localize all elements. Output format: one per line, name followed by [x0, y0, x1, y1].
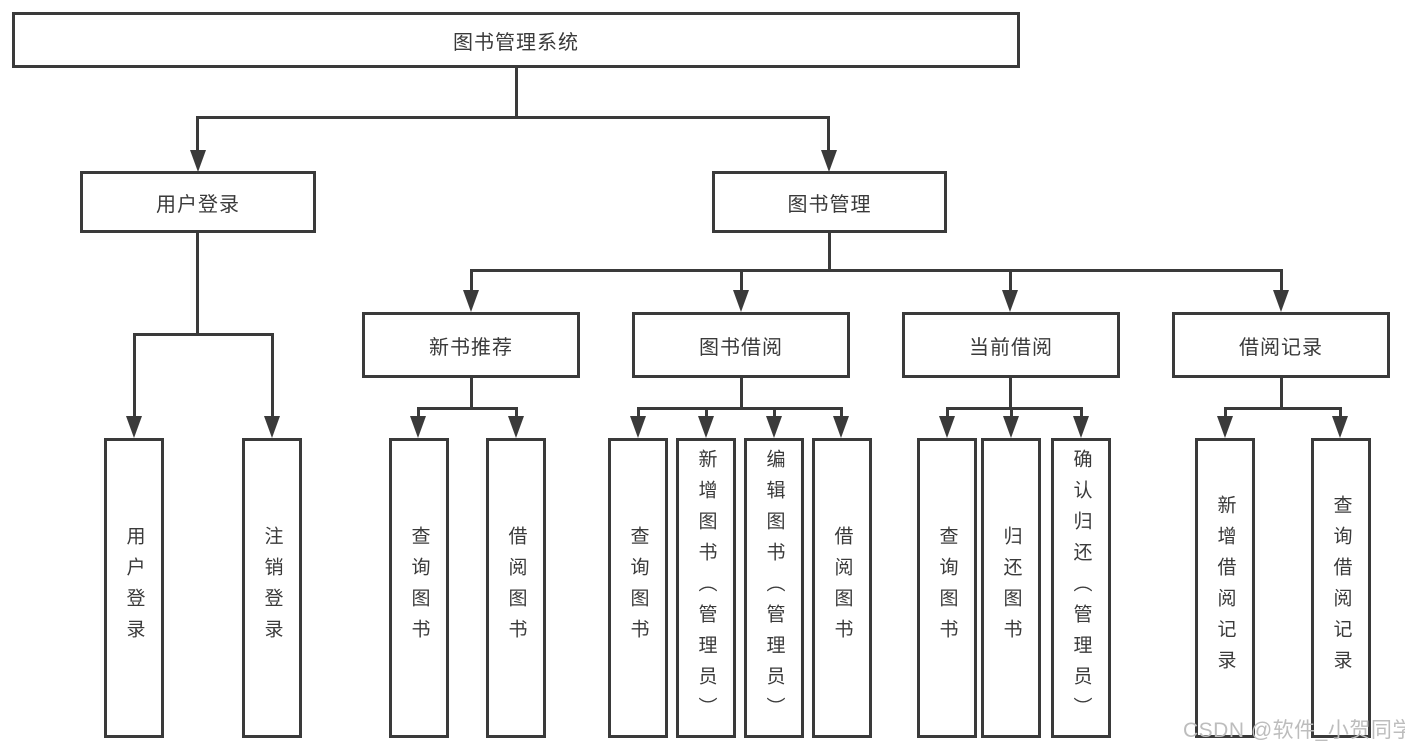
node-new-book-recommendation: 新书推荐: [362, 312, 580, 378]
connector-drop: [705, 407, 708, 419]
leaf-label: 注销登录: [261, 526, 283, 650]
leaf-label: 新增借阅记录: [1214, 495, 1236, 681]
connector-drop: [827, 116, 830, 154]
leaf-query-borrow-record: 查询借阅记录: [1311, 438, 1371, 738]
node-label: 图书管理: [787, 193, 872, 216]
leaf-label: 借阅图书: [505, 526, 527, 650]
connector-split: [133, 333, 274, 336]
connector-drop: [271, 333, 274, 418]
connector-split: [417, 407, 518, 410]
arrowhead-down-icon: [1217, 416, 1233, 438]
leaf-edit-books-admin: 编辑图书（管理员）: [744, 438, 804, 738]
leaf-add-books-admin: 新增图书（管理员）: [676, 438, 736, 738]
arrowhead-down-icon: [630, 416, 646, 438]
leaf-label: 查询图书: [627, 526, 649, 650]
connector-drop: [740, 377, 743, 410]
arrowhead-down-icon: [1073, 416, 1089, 438]
arrowhead-down-icon: [463, 290, 479, 312]
leaf-label: 确认归还（管理员）: [1070, 448, 1092, 728]
arrowhead-down-icon: [766, 416, 782, 438]
leaf-label: 归还图书: [1000, 526, 1022, 650]
node-book-management-system: 图书管理系统: [12, 12, 1020, 68]
node-label: 图书借阅: [699, 336, 783, 359]
connector-drop: [1010, 407, 1013, 419]
arrowhead-down-icon: [508, 416, 524, 438]
leaf-confirm-return-admin: 确认归还（管理员）: [1051, 438, 1111, 738]
connector-drop: [515, 407, 518, 419]
node-label: 图书管理系统: [453, 31, 579, 54]
leaf-return-books: 归还图书: [981, 438, 1041, 738]
connector-drop: [1009, 377, 1012, 410]
leaf-borrow-books-recommend: 借阅图书: [486, 438, 546, 738]
arrowhead-down-icon: [698, 416, 714, 438]
node-label: 新书推荐: [429, 336, 513, 359]
connector-root-trunk: [515, 67, 518, 118]
leaf-query-books-current: 查询图书: [917, 438, 977, 738]
arrowhead-down-icon: [1273, 290, 1289, 312]
leaf-add-borrow-record: 新增借阅记录: [1195, 438, 1255, 738]
node-user-login: 用户登录: [80, 171, 316, 233]
connector-drop: [1280, 377, 1283, 410]
leaf-label: 查询图书: [936, 526, 958, 650]
connector-drop: [828, 232, 831, 272]
node-label: 当前借阅: [969, 336, 1053, 359]
connector-drop: [1280, 269, 1283, 293]
arrowhead-down-icon: [1002, 290, 1018, 312]
arrowhead-down-icon: [264, 416, 280, 438]
csdn-watermark: CSDN @软件_小贺同学: [1183, 719, 1405, 742]
connector-drop: [470, 269, 473, 293]
connector-drop: [133, 333, 136, 418]
node-label: 借阅记录: [1239, 336, 1323, 359]
node-borrowing-records: 借阅记录: [1172, 312, 1390, 378]
leaf-borrow-books: 借阅图书: [812, 438, 872, 738]
connector-drop: [1080, 407, 1083, 419]
connector-split: [1224, 407, 1342, 410]
node-label: 用户登录: [156, 193, 240, 216]
connector-drop: [470, 377, 473, 410]
connector-drop: [637, 407, 640, 419]
connector-drop: [773, 407, 776, 419]
connector-drop: [1224, 407, 1227, 419]
arrowhead-down-icon: [190, 150, 206, 172]
leaf-label: 查询图书: [408, 526, 430, 650]
leaf-user-login: 用户登录: [104, 438, 164, 738]
connector-split: [637, 407, 843, 410]
connector-split: [470, 269, 1283, 272]
leaf-label: 借阅图书: [831, 526, 853, 650]
leaf-logout: 注销登录: [242, 438, 302, 738]
leaf-label: 查询借阅记录: [1330, 495, 1352, 681]
connector-drop: [1339, 407, 1342, 419]
node-book-management: 图书管理: [712, 171, 947, 233]
arrowhead-down-icon: [821, 150, 837, 172]
connector-drop: [1009, 269, 1012, 293]
arrowhead-down-icon: [126, 416, 142, 438]
connector-root-split: [196, 116, 830, 119]
arrowhead-down-icon: [939, 416, 955, 438]
connector-drop: [417, 407, 420, 419]
node-current-borrowing: 当前借阅: [902, 312, 1120, 378]
connector-drop: [840, 407, 843, 419]
arrowhead-down-icon: [1003, 416, 1019, 438]
connector-drop: [740, 269, 743, 293]
connector-drop: [196, 116, 199, 154]
leaf-label: 用户登录: [123, 526, 145, 650]
arrowhead-down-icon: [1332, 416, 1348, 438]
arrowhead-down-icon: [833, 416, 849, 438]
arrowhead-down-icon: [410, 416, 426, 438]
connector-split: [946, 407, 1083, 410]
leaf-label: 新增图书（管理员）: [695, 448, 717, 728]
arrowhead-down-icon: [733, 290, 749, 312]
leaf-query-books-recommend: 查询图书: [389, 438, 449, 738]
connector-drop: [946, 407, 949, 419]
connector-drop: [196, 232, 199, 336]
leaf-query-books-borrowing: 查询图书: [608, 438, 668, 738]
node-book-borrowing: 图书借阅: [632, 312, 850, 378]
leaf-label: 编辑图书（管理员）: [763, 448, 785, 728]
